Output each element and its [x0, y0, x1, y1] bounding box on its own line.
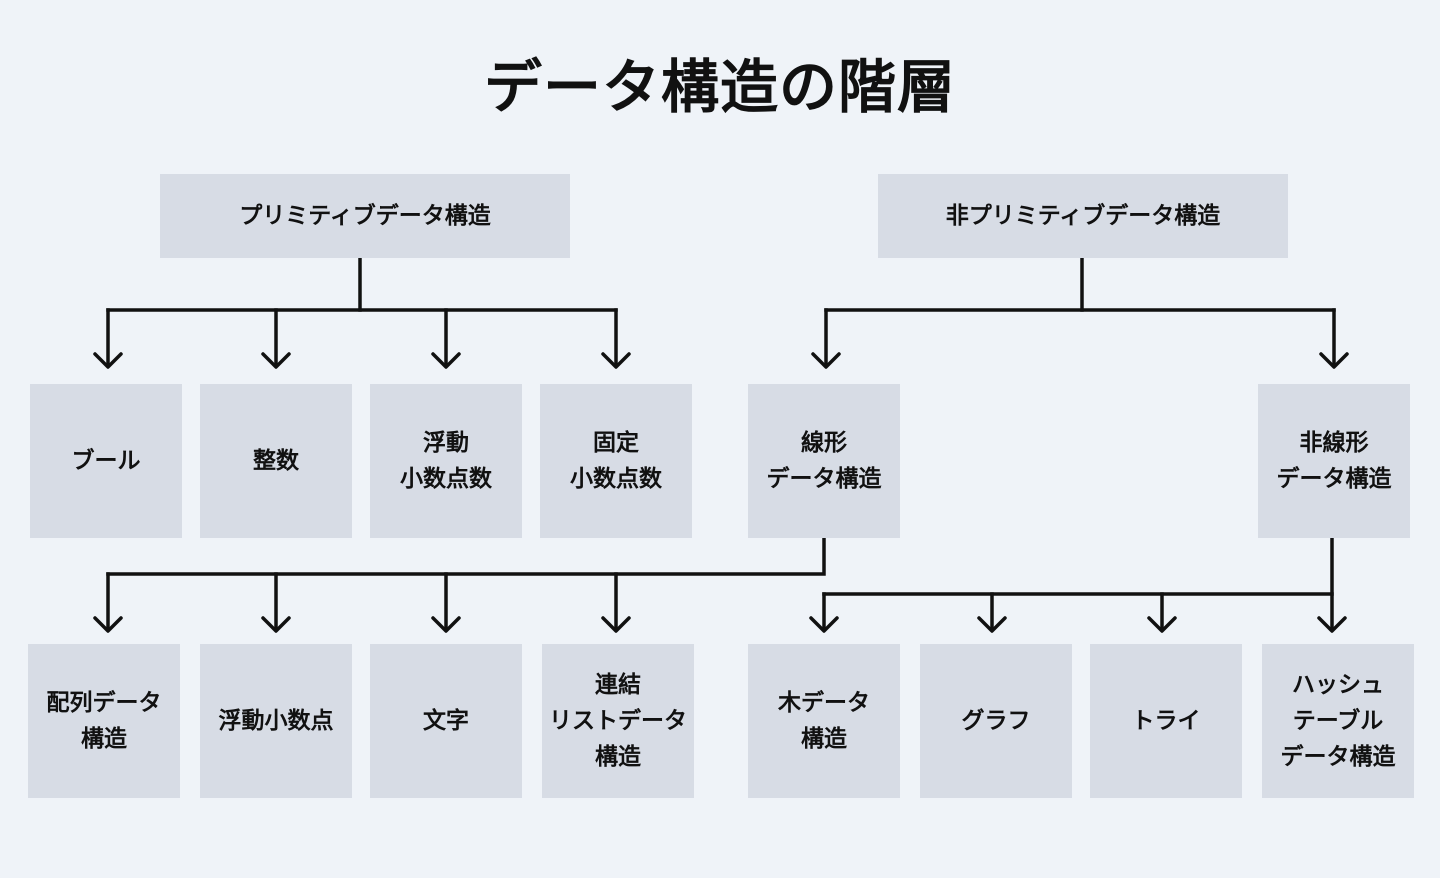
arrowhead-non-linear: [1319, 352, 1349, 369]
connector-linear-trunk: [106, 536, 826, 576]
arrowhead-trie: [1147, 616, 1177, 633]
node-tree: 木データ 構造: [748, 644, 900, 798]
node-boolean: ブール: [30, 384, 182, 538]
arrowhead-graph: [977, 616, 1007, 633]
arrowhead-linked-list: [601, 616, 631, 633]
arrowhead-boolean: [93, 352, 123, 369]
arrowhead-array: [93, 616, 123, 633]
node-graph: グラフ: [920, 644, 1072, 798]
arrowhead-float: [261, 616, 291, 633]
arrowhead-hash-table: [1317, 616, 1347, 633]
node-non-primitive: 非プリミティブデータ構造: [878, 174, 1288, 258]
node-character: 文字: [370, 644, 522, 798]
node-floating-point: 浮動 小数点数: [370, 384, 522, 538]
arrowhead-floating-point: [431, 352, 461, 369]
node-non-linear: 非線形 データ構造: [1258, 384, 1410, 538]
node-hash-table: ハッシュ テーブル データ構造: [1262, 644, 1414, 798]
node-primitive: プリミティブデータ構造: [160, 174, 570, 258]
arrowhead-integer: [261, 352, 291, 369]
arrowhead-tree: [809, 616, 839, 633]
arrowhead-character: [431, 616, 461, 633]
node-array: 配列データ 構造: [28, 644, 180, 798]
node-fixed-point: 固定 小数点数: [540, 384, 692, 538]
node-trie: トライ: [1090, 644, 1242, 798]
node-float: 浮動小数点: [200, 644, 352, 798]
arrowhead-linear: [811, 352, 841, 369]
diagram-title: データ構造の階層: [483, 53, 956, 121]
node-linked-list: 連結 リストデータ 構造: [542, 644, 694, 798]
node-integer: 整数: [200, 384, 352, 538]
arrowhead-fixed-point: [601, 352, 631, 369]
node-linear: 線形 データ構造: [748, 384, 900, 538]
